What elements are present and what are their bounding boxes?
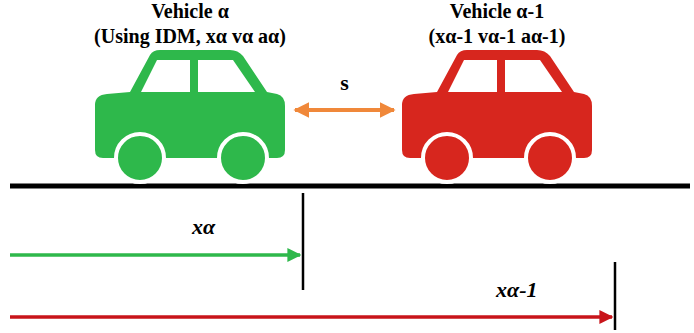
road xyxy=(10,184,690,189)
car-wheel xyxy=(219,134,267,182)
vehicle: Vehicle α-1(xα-1 vα-1 aα-1) xyxy=(402,50,592,185)
position-arrow xyxy=(10,315,612,319)
car-window xyxy=(141,60,190,92)
position-tick xyxy=(302,193,305,290)
vehicle-state: (xα-1 vα-1 aα-1) xyxy=(337,25,657,48)
gap-label: s xyxy=(338,70,351,96)
car-wheel xyxy=(526,134,574,182)
car-window xyxy=(198,60,255,92)
car-window xyxy=(448,60,497,92)
vehicle-name: Vehicle α xyxy=(30,0,350,23)
car-wheel xyxy=(423,134,471,182)
vehicle: Vehicle α(Using IDM, xα vα aα) xyxy=(95,50,285,185)
car-illustration xyxy=(402,50,592,185)
vehicle-state: (Using IDM, xα vα aα) xyxy=(30,25,350,48)
car-wheel xyxy=(116,134,164,182)
position-tick xyxy=(614,262,617,330)
car-window xyxy=(505,60,562,92)
position-label: xα xyxy=(192,214,215,240)
car-illustration xyxy=(95,50,285,185)
position-label: xα-1 xyxy=(496,277,538,303)
vehicle-name: Vehicle α-1 xyxy=(337,0,657,23)
gap-arrow xyxy=(295,108,394,112)
position-arrow xyxy=(10,253,300,257)
